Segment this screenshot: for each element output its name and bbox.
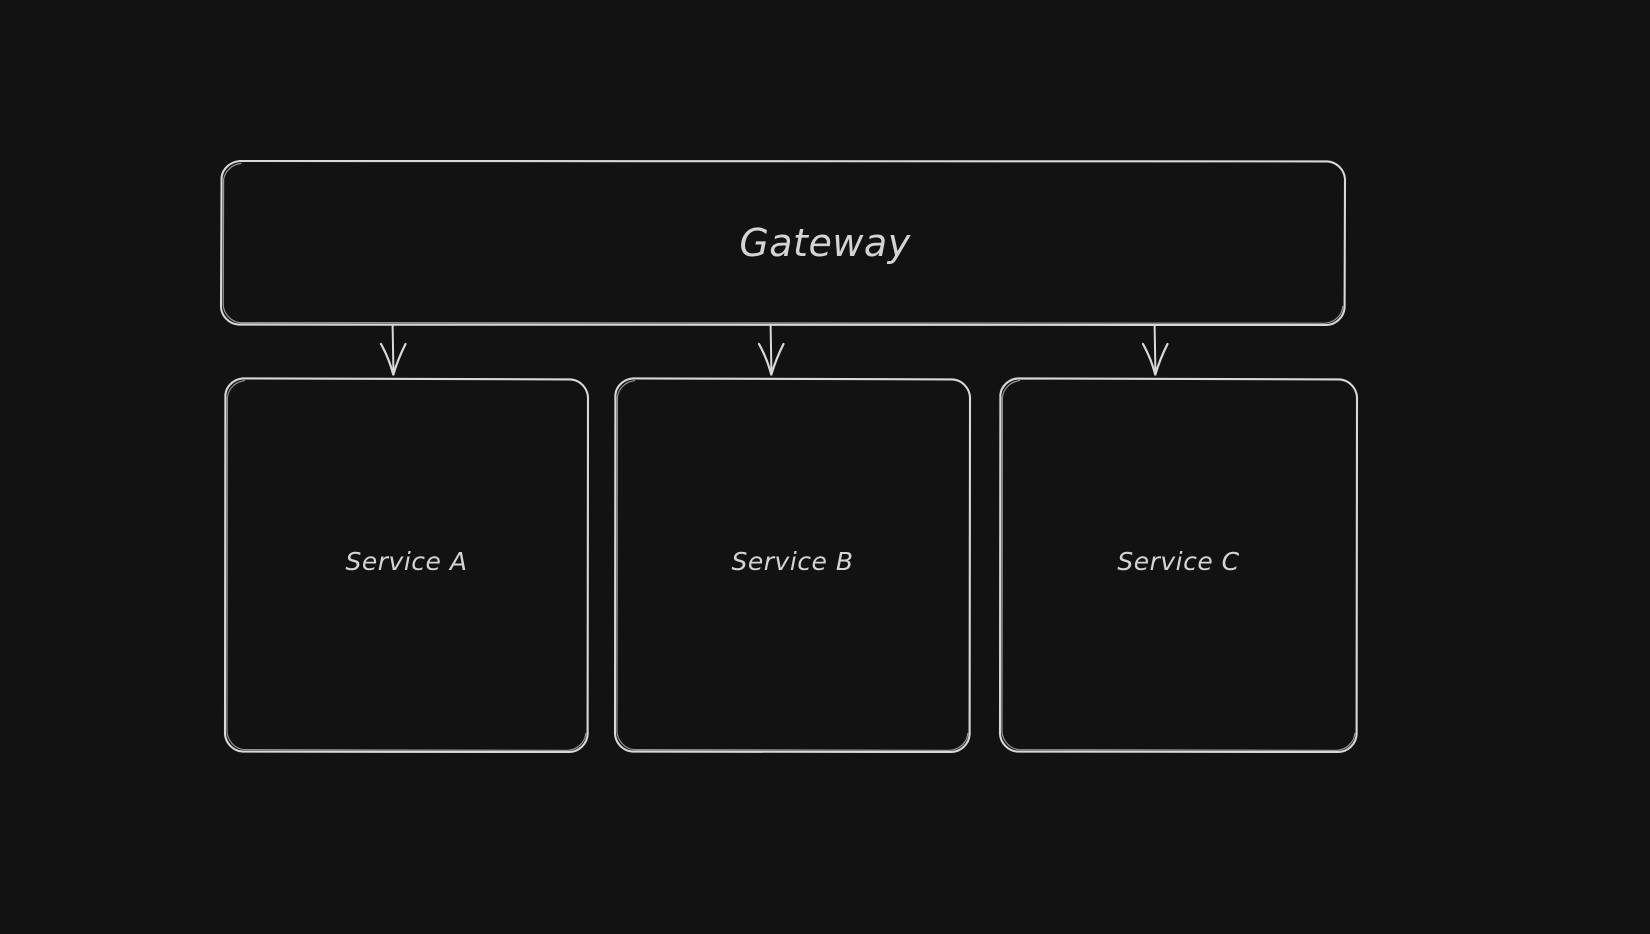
- node-label-gateway: Gateway: [739, 221, 911, 265]
- node-label-service-b: Service B: [731, 547, 854, 576]
- edge-gateway-to-service-c[interactable]: [1141, 324, 1169, 376]
- node-label-service-c: Service C: [1117, 547, 1240, 576]
- node-service-b-shape[interactable]: [613, 377, 972, 754]
- node-service-a-shape[interactable]: [223, 377, 590, 754]
- edge-gateway-to-service-b[interactable]: [757, 324, 785, 376]
- node-service-c-shape[interactable]: [998, 377, 1359, 754]
- node-gateway-shape[interactable]: [219, 159, 1347, 327]
- node-label-service-a: Service A: [345, 547, 468, 576]
- edge-gateway-to-service-a[interactable]: [379, 324, 407, 376]
